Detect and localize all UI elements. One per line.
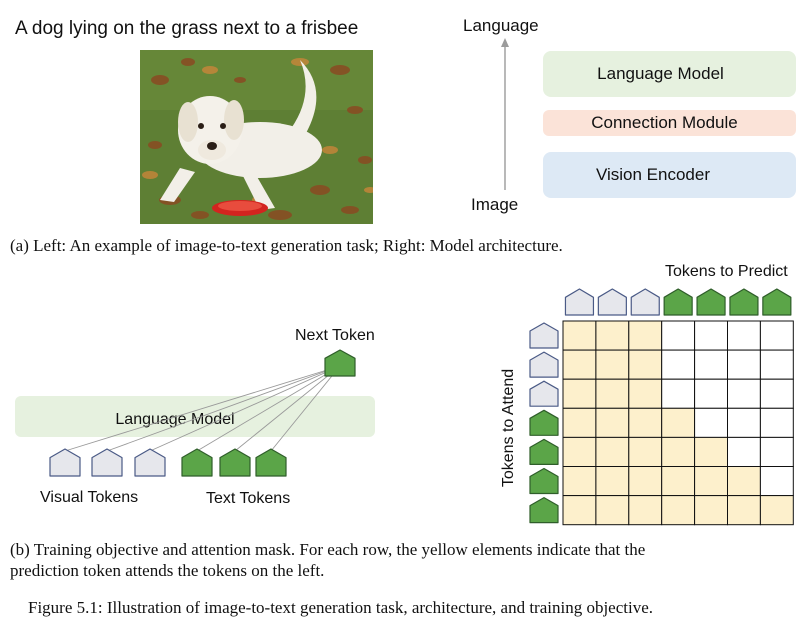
mask-cell-r2-c5: [695, 350, 728, 379]
tokens-to-attend-text: Tokens to Attend: [500, 369, 518, 487]
mask-cell-r4-c2: [596, 408, 629, 437]
mask-cell-r5-c1: [563, 437, 596, 466]
figure-caption: Figure 5.1: Illustration of image-to-tex…: [28, 598, 653, 618]
mask-cell-r5-c5: [695, 437, 728, 466]
mask-cell-r7-c1: [563, 496, 596, 525]
image-caption-text: A dog lying on the grass next to a frisb…: [15, 18, 358, 40]
dog-photo: [140, 50, 373, 224]
axis-arrow: [497, 38, 513, 193]
mask-row-token-4: [530, 410, 558, 435]
visual-tokens-label: Visual Tokens: [40, 489, 138, 507]
text-token-6: [256, 449, 286, 476]
mask-cell-r7-c2: [596, 496, 629, 525]
visual-token-2: [92, 449, 122, 476]
mask-col-token-5: [697, 289, 725, 315]
mask-cell-r4-c1: [563, 408, 596, 437]
visual-token-3: [135, 449, 165, 476]
mask-cell-r2-c2: [596, 350, 629, 379]
mask-cell-r5-c4: [662, 437, 695, 466]
mask-cell-r4-c3: [629, 408, 662, 437]
mask-cell-r2-c1: [563, 350, 596, 379]
caption-b-line2: prediction token attends the tokens on t…: [10, 561, 324, 581]
mask-cell-r1-c7: [760, 321, 793, 350]
mask-cell-r1-c3: [629, 321, 662, 350]
mask-row-token-6: [530, 469, 558, 494]
mask-col-token-4: [664, 289, 692, 315]
mask-cell-r1-c1: [563, 321, 596, 350]
mask-cell-r5-c2: [596, 437, 629, 466]
mask-cell-r6-c7: [760, 467, 793, 496]
mask-cell-r1-c4: [662, 321, 695, 350]
mask-cell-r4-c6: [728, 408, 761, 437]
mask-cell-r4-c7: [760, 408, 793, 437]
caption-b-line1: (b) Training objective and attention mas…: [10, 540, 645, 560]
mask-cell-r5-c7: [760, 437, 793, 466]
mask-cell-r5-c3: [629, 437, 662, 466]
mask-cell-r3-c2: [596, 379, 629, 408]
text-tokens-label: Text Tokens: [206, 490, 290, 508]
mask-col-token-1: [565, 289, 593, 315]
mask-row-token-1: [530, 323, 558, 348]
mask-cell-r3-c1: [563, 379, 596, 408]
mask-cell-r6-c1: [563, 467, 596, 496]
mask-cell-r6-c5: [695, 467, 728, 496]
caption-a: (a) Left: An example of image-to-text ge…: [10, 236, 563, 256]
text-token-4: [182, 449, 212, 476]
mask-cell-r7-c5: [695, 496, 728, 525]
mask-cell-r2-c4: [662, 350, 695, 379]
mask-cell-r2-c3: [629, 350, 662, 379]
visual-token-1: [50, 449, 80, 476]
mask-cell-r2-c6: [728, 350, 761, 379]
mask-cell-r2-c7: [760, 350, 793, 379]
axis-top-label: Language: [463, 16, 539, 36]
mask-cell-r3-c3: [629, 379, 662, 408]
mask-cell-r3-c5: [695, 379, 728, 408]
mask-col-token-6: [730, 289, 758, 315]
mask-cell-r4-c4: [662, 408, 695, 437]
mask-cell-r3-c6: [728, 379, 761, 408]
mask-col-token-3: [631, 289, 659, 315]
axis-bottom-label: Image: [471, 195, 518, 215]
mask-cell-r7-c6: [728, 496, 761, 525]
text-token-5: [220, 449, 250, 476]
mask-cell-r6-c6: [728, 467, 761, 496]
mask-cell-r4-c5: [695, 408, 728, 437]
next-token-label: Next Token: [295, 327, 375, 345]
mask-cell-r1-c2: [596, 321, 629, 350]
mask-cell-r5-c6: [728, 437, 761, 466]
mask-cell-r6-c3: [629, 467, 662, 496]
arch-block-vision-encoder-label: Vision Encoder: [543, 152, 763, 198]
mask-cell-r1-c6: [728, 321, 761, 350]
tokens-to-predict-label: Tokens to Predict: [665, 263, 788, 281]
mask-row-token-3: [530, 381, 558, 406]
mask-col-token-7: [763, 289, 791, 315]
mask-cell-r7-c7: [760, 496, 793, 525]
mask-cell-r7-c3: [629, 496, 662, 525]
mask-cell-r7-c4: [662, 496, 695, 525]
mask-row-token-5: [530, 439, 558, 464]
mask-col-token-2: [598, 289, 626, 315]
mask-cell-r3-c4: [662, 379, 695, 408]
mask-row-token-2: [530, 352, 558, 377]
mask-cell-r6-c2: [596, 467, 629, 496]
lm-bar-label: Language Model: [15, 396, 335, 444]
mask-row-token-7: [530, 498, 558, 523]
mask-cell-r3-c7: [760, 379, 793, 408]
mask-cell-r6-c4: [662, 467, 695, 496]
next-token: [325, 350, 355, 376]
arch-block-language-model-label: Language Model: [543, 51, 778, 97]
mask-cell-r1-c5: [695, 321, 728, 350]
arch-block-connection-module-label: Connection Module: [543, 110, 786, 136]
